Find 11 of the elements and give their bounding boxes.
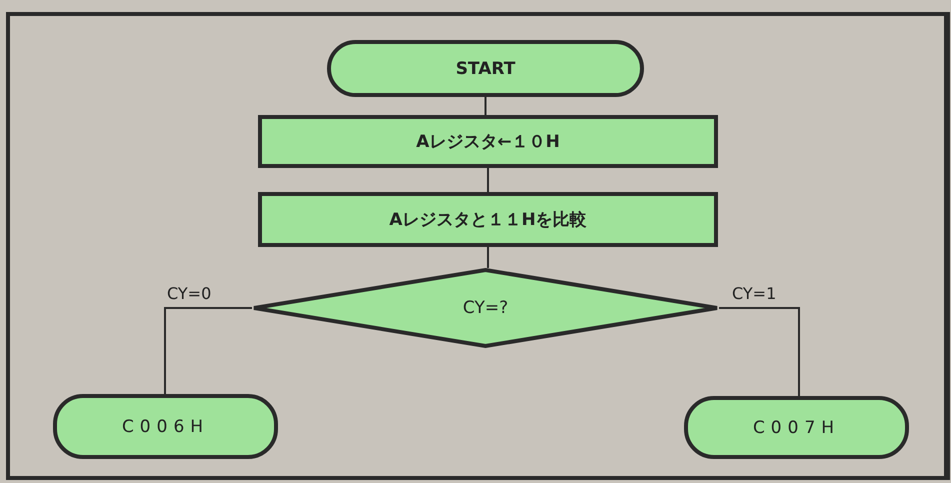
decision-diamond: CY=? [252,268,719,348]
terminal-box: C006H [53,394,278,459]
connector-line [484,97,486,115]
connector-line [487,168,489,192]
connector-line [164,307,252,394]
terminal-box: START [327,40,644,97]
connector-line [719,307,800,396]
connector-line [487,247,489,268]
terminal-box: C007H [684,396,909,459]
process-box: Aレジスタ←１０H [258,115,718,168]
process-box: Aレジスタと１１Hを比較 [258,192,718,247]
